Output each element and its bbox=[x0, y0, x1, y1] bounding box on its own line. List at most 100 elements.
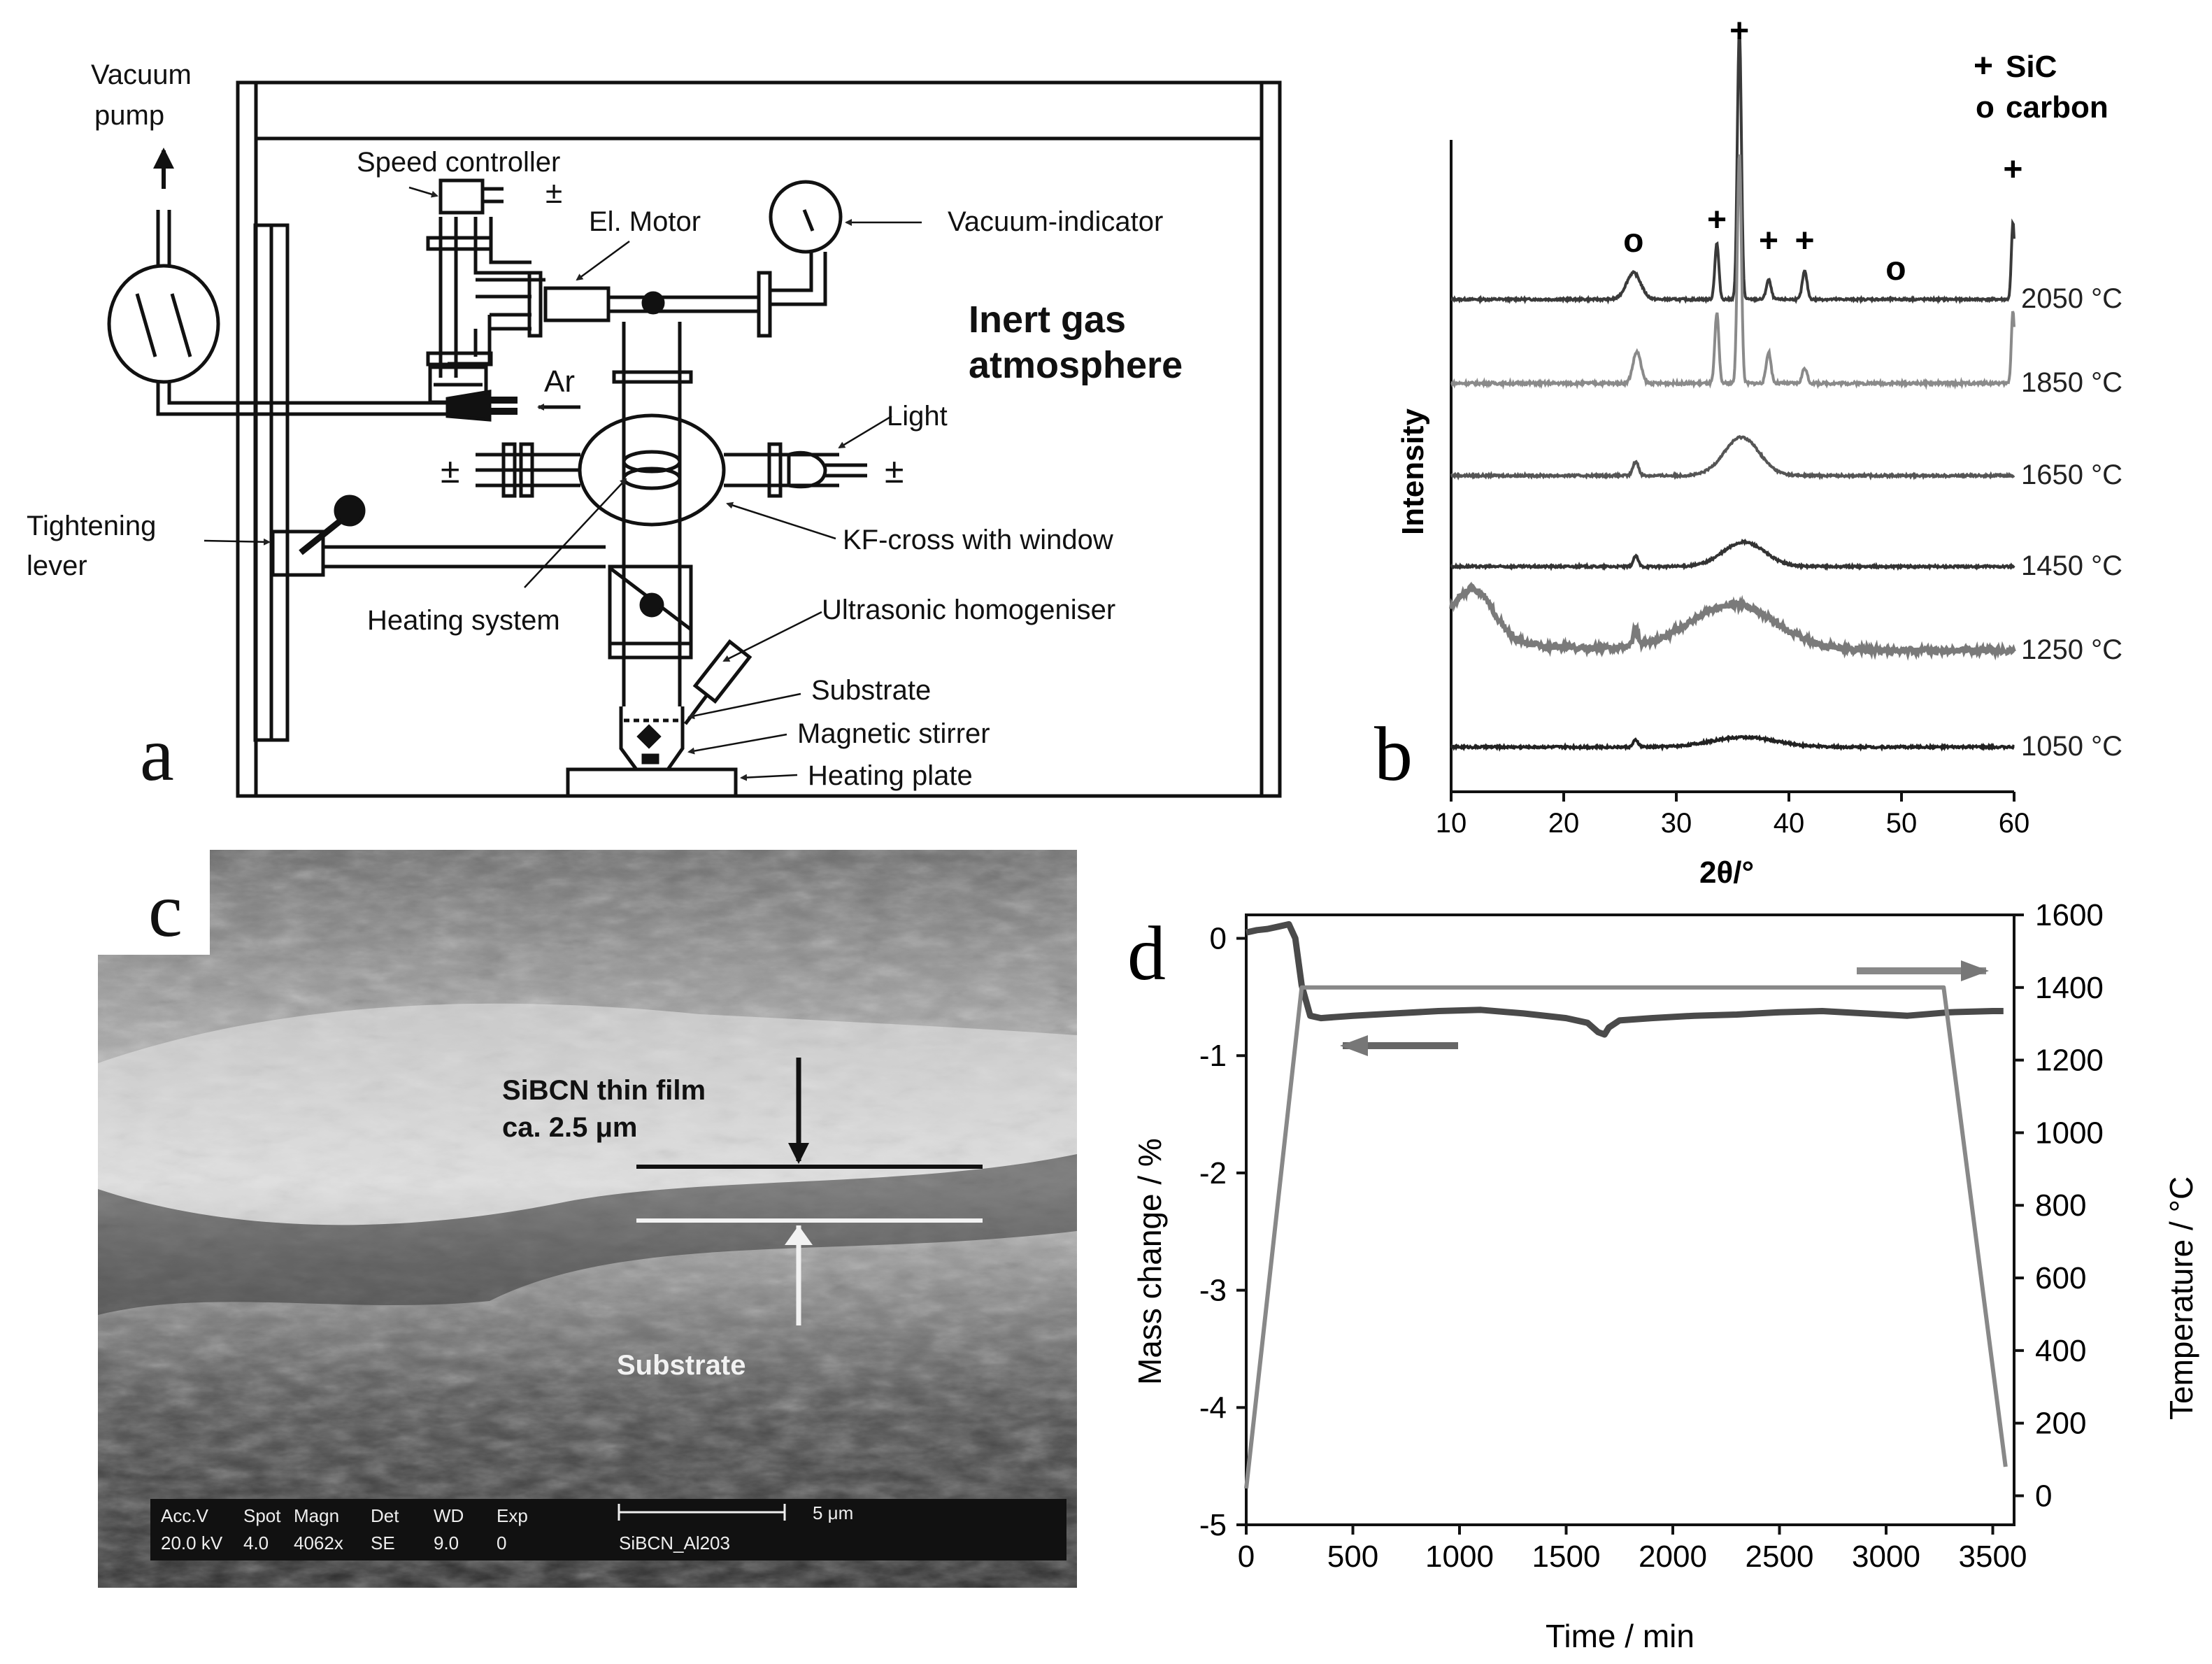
legend-plus-symbol: + bbox=[1974, 48, 1993, 85]
tga-y-right-tick-label: 400 bbox=[2035, 1334, 2086, 1368]
tga-x-tick-label: 1000 bbox=[1425, 1539, 1494, 1574]
xrd-series-label: 1650 °C bbox=[2021, 460, 2122, 490]
label-ar: Ar bbox=[544, 364, 575, 399]
xrd-peak-markers: o++++o+ bbox=[1623, 13, 2022, 287]
label-light: Light bbox=[887, 401, 948, 432]
tga-x-tick-label: 3000 bbox=[1852, 1539, 1920, 1574]
xrd-peak-marker: + bbox=[1795, 222, 1815, 259]
sem-info-header: Magn bbox=[294, 1505, 339, 1526]
xrd-peak-marker: + bbox=[1759, 222, 1778, 259]
panel-label-b: b bbox=[1374, 711, 1413, 797]
plus-minus-left: ± bbox=[441, 451, 459, 490]
glovebox-outline bbox=[236, 80, 1282, 798]
xrd-x-tick-label: 60 bbox=[1999, 808, 2030, 839]
sem-film-label-1: SiBCN thin film bbox=[502, 1075, 706, 1106]
label-vacuum-pump-2: pump bbox=[94, 100, 164, 131]
sem-scale-label: 5 μm bbox=[813, 1502, 853, 1523]
tga-y-right-tick-label: 1200 bbox=[2035, 1044, 2104, 1078]
xrd-curve bbox=[1450, 434, 2015, 481]
tga-x-tick-label: 500 bbox=[1327, 1539, 1378, 1574]
xrd-ylabel: Intensity bbox=[1396, 408, 1430, 535]
tga-y-tick-label: -3 bbox=[1199, 1274, 1227, 1308]
label-speed-controller: Speed controller bbox=[357, 147, 560, 178]
tga-y-right-tick-label: 1400 bbox=[2035, 971, 2104, 1005]
label-inert-gas-2: atmosphere bbox=[969, 344, 1183, 386]
xrd-curve bbox=[1450, 29, 2015, 305]
tga-xlabel: Time / min bbox=[1546, 1618, 1694, 1654]
tga-plot-frame bbox=[1245, 913, 2015, 1526]
xrd-x-tick-label: 40 bbox=[1774, 808, 1805, 839]
xrd-series-label: 1050 °C bbox=[2021, 731, 2122, 762]
xrd-legend: + SiC o carbon bbox=[1974, 48, 2108, 125]
xrd-series-label: 1450 °C bbox=[2021, 550, 2122, 581]
label-substrate: Substrate bbox=[811, 675, 931, 706]
sem-substrate-label: Substrate bbox=[617, 1350, 746, 1381]
xrd-peak-marker: o bbox=[1623, 222, 1643, 259]
label-vacuum-indicator: Vacuum-indicator bbox=[948, 206, 1163, 237]
tga-y-tick-label: -2 bbox=[1199, 1156, 1227, 1190]
tga-y-tick-label: -4 bbox=[1199, 1391, 1227, 1425]
sem-info-value: 4062x bbox=[294, 1533, 343, 1553]
legend-carbon: carbon bbox=[2006, 90, 2108, 125]
tga-y-tick-label: -1 bbox=[1199, 1039, 1227, 1073]
tga-ylabel-right: Temperature / °C bbox=[2163, 1176, 2199, 1420]
tga-x-tick-label: 1500 bbox=[1532, 1539, 1601, 1574]
el-motor bbox=[543, 286, 611, 322]
xrd-peak-marker: + bbox=[2003, 151, 2022, 188]
sem-film-label-2: ca. 2.5 μm bbox=[502, 1112, 637, 1143]
label-el-motor: El. Motor bbox=[589, 206, 701, 237]
xrd-peak-marker: + bbox=[1729, 13, 1749, 50]
sem-info-value: 9.0 bbox=[434, 1533, 459, 1553]
xrd-x-tick-label: 50 bbox=[1886, 808, 1918, 839]
sem-info-value: 0 bbox=[497, 1533, 506, 1553]
xrd-peak-marker: + bbox=[1707, 201, 1727, 239]
label-inert-gas-1: Inert gas bbox=[969, 299, 1126, 341]
xrd-xlabel: 2θ/° bbox=[1699, 855, 1754, 890]
xrd-peak-marker: o bbox=[1885, 250, 1906, 287]
sem-info-header: Det bbox=[371, 1505, 399, 1526]
tga-y-right-tick-label: 0 bbox=[2035, 1479, 2052, 1513]
plus-minus-right: ± bbox=[885, 451, 904, 490]
tga-y-right-tick-label: 1000 bbox=[2035, 1116, 2104, 1150]
panel-label-c: c bbox=[148, 867, 183, 953]
vacuum-pump bbox=[107, 264, 220, 384]
tga-x-tick-label: 2500 bbox=[1746, 1539, 1814, 1574]
panel-a-labels: Vacuum pump Speed controller ± El. Motor… bbox=[27, 59, 1183, 797]
xrd-curve bbox=[1450, 734, 2015, 752]
tga-x-tick-label: 2000 bbox=[1639, 1539, 1707, 1574]
legend-o-symbol: o bbox=[1976, 90, 1995, 125]
tightening-clamp bbox=[271, 529, 325, 577]
xrd-curve bbox=[1449, 581, 2016, 661]
sem-sample-name: SiBCN_Al203 bbox=[619, 1533, 730, 1553]
tga-ylabel-left: Mass change / % bbox=[1132, 1138, 1168, 1385]
heating-plate bbox=[566, 767, 738, 798]
label-magnetic-stirrer: Magnetic stirrer bbox=[797, 718, 990, 749]
tga-y-right-tick-label: 800 bbox=[2035, 1188, 2086, 1223]
tga-y-tick-label: -5 bbox=[1199, 1508, 1227, 1542]
label-tightening-1: Tightening bbox=[27, 511, 156, 541]
xrd-series-label: 1250 °C bbox=[2021, 634, 2122, 665]
label-heating-system: Heating system bbox=[367, 605, 560, 636]
panel-a-schematic bbox=[107, 80, 1282, 798]
legend-sic: SiC bbox=[2006, 50, 2057, 84]
temperature-curve bbox=[1244, 985, 2008, 1489]
label-heating-plate: Heating plate bbox=[808, 760, 973, 791]
xrd-x-tick-label: 30 bbox=[1661, 808, 1692, 839]
tga-y-right-tick-label: 200 bbox=[2035, 1407, 2086, 1441]
sem-info-header: Acc.V bbox=[161, 1505, 209, 1526]
label-ultrasonic: Ultrasonic homogeniser bbox=[822, 595, 1115, 625]
panel-label-d: d bbox=[1127, 911, 1166, 996]
xrd-series-label: 2050 °C bbox=[2021, 283, 2122, 314]
tga-y-right-tick-label: 600 bbox=[2035, 1261, 2086, 1295]
panel-label-a: a bbox=[140, 711, 174, 797]
xrd-x-tick-label: 10 bbox=[1436, 808, 1467, 839]
sem-info-header: WD bbox=[434, 1505, 464, 1526]
tga-curves bbox=[1244, 920, 2008, 1489]
vacuum-indicator bbox=[769, 180, 843, 254]
